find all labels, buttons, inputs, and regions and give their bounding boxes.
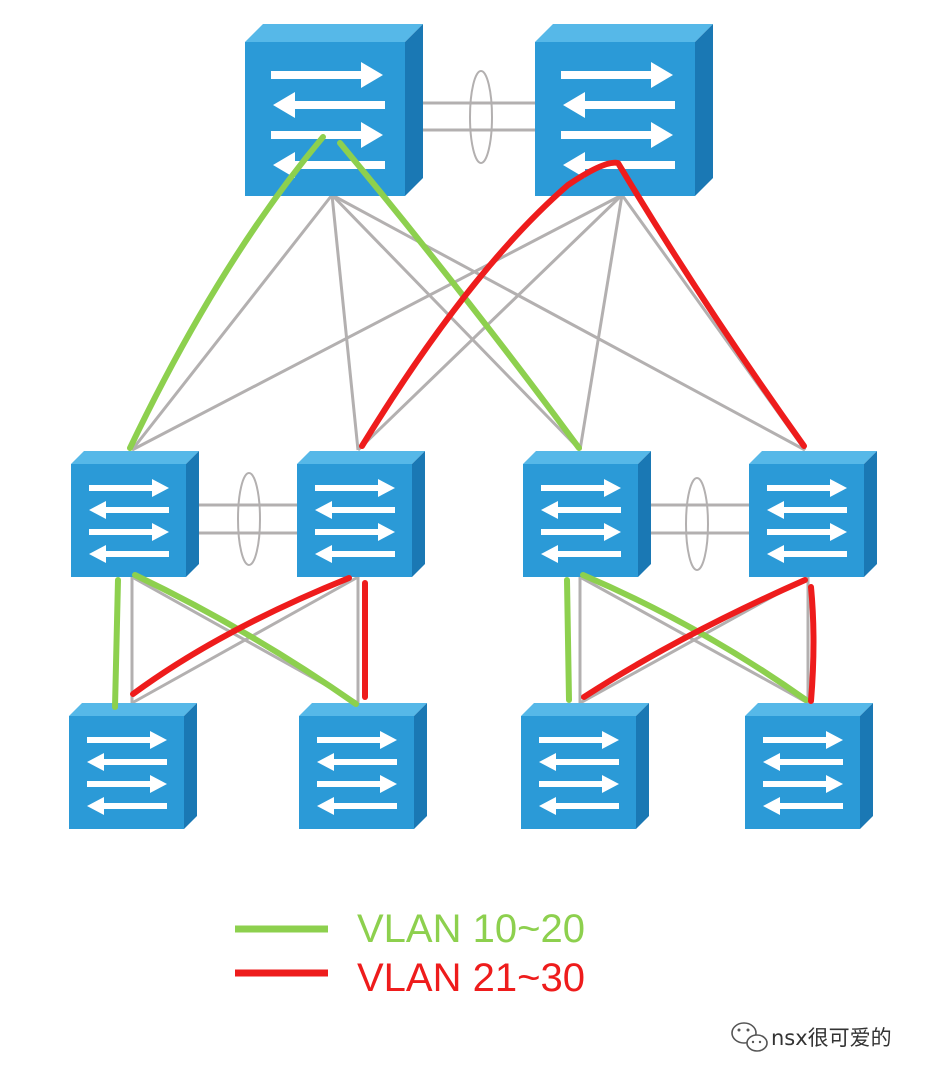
legend-label-vlan-10-20: VLAN 10~20: [357, 907, 585, 951]
access-switch-1: [69, 703, 197, 829]
legend-label-vlan-21-30: VLAN 21~30: [357, 956, 585, 1000]
access-switch-2: [299, 703, 427, 829]
watermark: nsx很可爱的: [731, 1022, 892, 1052]
physical-links: [130, 101, 810, 705]
distribution-switch-1: [71, 451, 199, 577]
watermark-text: nsx很可爱的: [771, 1026, 892, 1050]
core-switch-left: [245, 24, 423, 196]
link-aggregation-markers: [237, 70, 709, 571]
access-switch-3: [521, 703, 649, 829]
distribution-switch-4: [749, 451, 877, 577]
wechat-icon: [731, 1022, 768, 1052]
vlan-10-20-paths: [112, 134, 809, 710]
legend: VLAN 10~20 VLAN 21~30: [235, 907, 585, 1000]
distribution-switch-2: [297, 451, 425, 577]
distribution-switch-3: [523, 451, 651, 577]
access-switch-4: [745, 703, 873, 829]
vlan-21-30-paths: [130, 159, 817, 704]
